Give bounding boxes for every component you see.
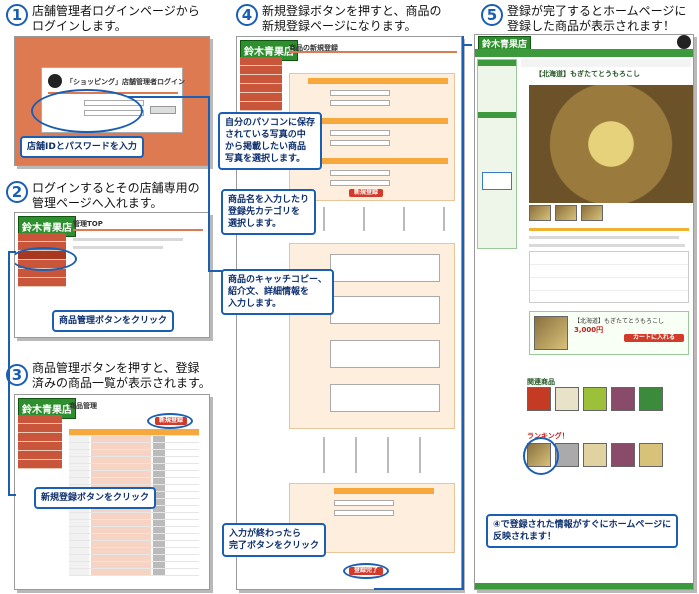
reflected-callout: ④で登録された情報がすぐにホームページに 反映されます！ xyxy=(486,514,679,548)
product-thumb-1[interactable] xyxy=(529,205,551,221)
complete-highlight xyxy=(343,563,389,579)
step-5-number: 5 xyxy=(481,4,503,26)
list-logo: 鈴木青果店 xyxy=(18,398,76,419)
homepage-logo: 鈴木青果店 xyxy=(478,36,532,51)
cart-box: 【北海道】もぎたてとうもろこし 3,000円 カートに入れる xyxy=(529,311,689,355)
product-thumb-3[interactable] xyxy=(581,205,603,221)
homepage-nav[interactable] xyxy=(475,49,693,57)
step-1-number: 1 xyxy=(6,4,28,26)
step-2-text: ログインするとその店舗専用の 管理ページへ入れます。 xyxy=(32,181,200,210)
product-spec-table xyxy=(529,251,689,303)
ranking-highlight xyxy=(523,437,559,475)
new-register-screenshot: 鈴木青果店 商品の新規登録 新規登録 登録完了 xyxy=(236,36,462,590)
step-4-text: 新規登録ボタンを押すと、商品の 新規登録ページになります。 xyxy=(262,4,442,33)
login-connector xyxy=(128,96,208,98)
homepage-sidebar xyxy=(477,59,517,249)
admin-screenshot: 鈴木青果店 管理TOP xyxy=(14,212,210,338)
add-to-cart-button[interactable]: カートに入れる xyxy=(624,334,684,342)
product-thumb-2[interactable] xyxy=(555,205,577,221)
ranking-heading: ランキング！ xyxy=(527,432,569,440)
homepage-mascot-icon xyxy=(677,35,691,49)
related-heading: 関連商品 xyxy=(527,378,555,386)
homepage-screenshot: 鈴木青果店 【北海道】もぎたてとうもろこし 【北海道】もぎたてとうもろこし 3,… xyxy=(474,34,694,590)
catchcopy-callout: 商品のキャッチコピー、 紹介文、詳細情報を 入力します。 xyxy=(221,269,334,315)
step-1-text: 店舗管理者ログインページから ログインします。 xyxy=(32,4,200,33)
cart-price: 3,000円 xyxy=(574,326,604,334)
product-photo xyxy=(529,85,693,203)
login-logo-icon xyxy=(48,74,62,88)
homepage-footer xyxy=(475,583,693,589)
left-connector xyxy=(8,251,10,496)
list-page-title: 商品管理 xyxy=(69,402,97,410)
step-2-number: 2 xyxy=(6,181,28,203)
product-title: 【北海道】もぎたてとうもろこし xyxy=(535,70,640,78)
new-register-callout: 新規登録ボタンをクリック xyxy=(34,487,157,509)
price-section xyxy=(289,483,455,553)
mid-connector xyxy=(208,96,210,272)
cart-product-name: 【北海道】もぎたてとうもろこし xyxy=(574,318,665,325)
step-3-text: 商品管理ボタンを押すと、登録 済みの商品一覧が表示されます。 xyxy=(32,361,211,390)
checkbox-section xyxy=(289,435,455,475)
photo-select-callout: 自分のパソコンに保存 されている写真の中 から掲載したい商品 写真を選択します。 xyxy=(218,112,323,170)
login-title: 「ショッピング」店舗管理者ログイン xyxy=(66,78,185,86)
product-mgmt-callout: 商品管理ボタンをクリック xyxy=(52,310,175,332)
step-3-number: 3 xyxy=(6,364,28,386)
register-page-title: 商品の新規登録 xyxy=(289,44,338,52)
login-button[interactable] xyxy=(150,106,176,114)
category-section xyxy=(289,205,455,235)
complete-callout: 入力が終わったら 完了ボタンをクリック xyxy=(222,523,327,557)
related-products xyxy=(527,387,691,411)
product-mgmt-highlight xyxy=(15,247,77,271)
new-register-highlight xyxy=(147,413,193,429)
category-callout: 商品名を入力したり 登録先カテゴリを 選択します。 xyxy=(221,189,317,235)
right-connector xyxy=(462,36,464,588)
step-5-text: 登録が完了するとホームページに 登録した商品が表示されます！ xyxy=(507,4,687,33)
step-4-number: 4 xyxy=(236,4,258,26)
homepage-header: 鈴木青果店 xyxy=(475,35,693,51)
login-highlight-circle xyxy=(31,89,143,133)
login-id-callout: 店舗IDとパスワードを入力 xyxy=(20,136,144,158)
register-submit-top[interactable]: 新規登録 xyxy=(349,189,383,197)
admin-page-title: 管理TOP xyxy=(73,220,103,228)
